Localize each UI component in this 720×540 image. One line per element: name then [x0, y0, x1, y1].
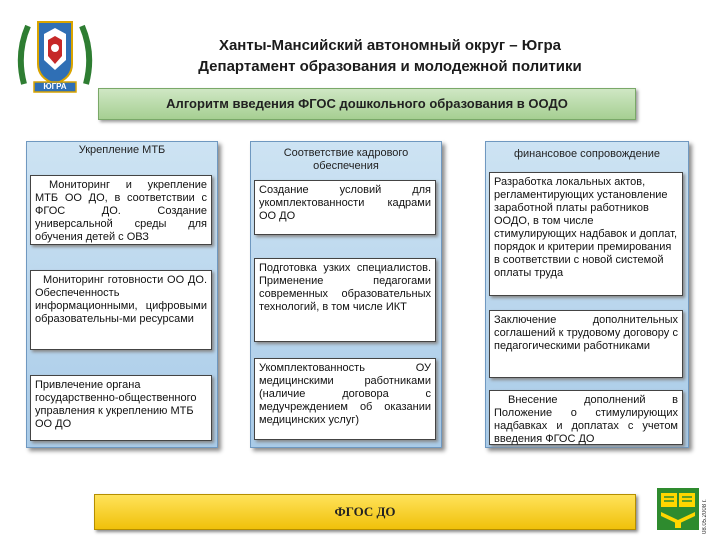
header-region-title: Ханты-Мансийский автономный округ – Югра — [218, 37, 562, 54]
column-staffing-title: Соответствие кадрового обеспечения — [283, 147, 409, 172]
side-code-text: 08.05.2008 г. — [702, 499, 708, 534]
staffing-box-training: Подготовка узких специалистов. Применени… — [254, 258, 436, 342]
mtb-box-monitoring: Мониторинг и укрепление МТБ ОО ДО, в соо… — [30, 175, 212, 245]
finance-box-agreements: Заключение дополнительных соглашений к т… — [489, 310, 683, 378]
mtb-box-governance: Привлечение органа государственно-общест… — [30, 375, 212, 441]
fgos-footer-bar: ФГОС ДО — [94, 494, 636, 530]
column-mtb-title: Укрепление МТБ — [78, 144, 166, 156]
emblem-label: ЮГРА — [43, 82, 67, 91]
emblem-icon — [14, 14, 96, 96]
staffing-box-medical: Укомплектованность ОУ медицинскими работ… — [254, 358, 436, 440]
column-finance-title: финансовое сопровождение — [513, 148, 661, 160]
book-logo-icon — [655, 486, 701, 532]
finance-box-amendments: Внесение дополнений в Положение о стимул… — [489, 390, 683, 445]
algorithm-banner: Алгоритм введения ФГОС дошкольного образ… — [98, 88, 636, 120]
finance-box-local-acts: Разработка локальных актов, регламентиру… — [489, 172, 683, 296]
header-department-title: Департамент образования и молодежной пол… — [198, 58, 582, 75]
mtb-box-readiness: Мониторинг готовности ОО ДО. Обеспеченно… — [30, 270, 212, 350]
staffing-box-conditions: Создание условий для укомплектованности … — [254, 180, 436, 235]
